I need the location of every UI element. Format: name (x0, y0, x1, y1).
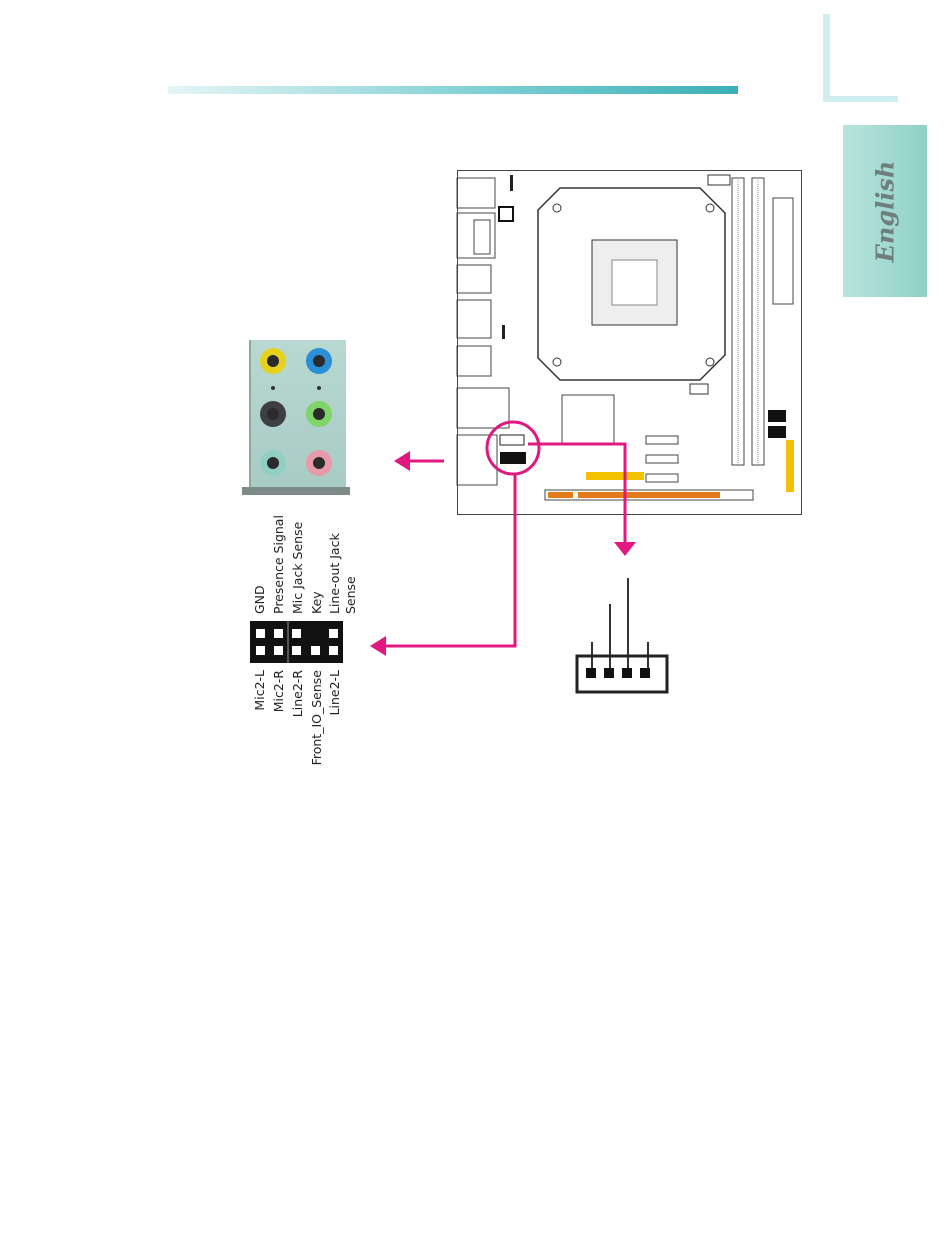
diagram-graphics (0, 0, 950, 1244)
